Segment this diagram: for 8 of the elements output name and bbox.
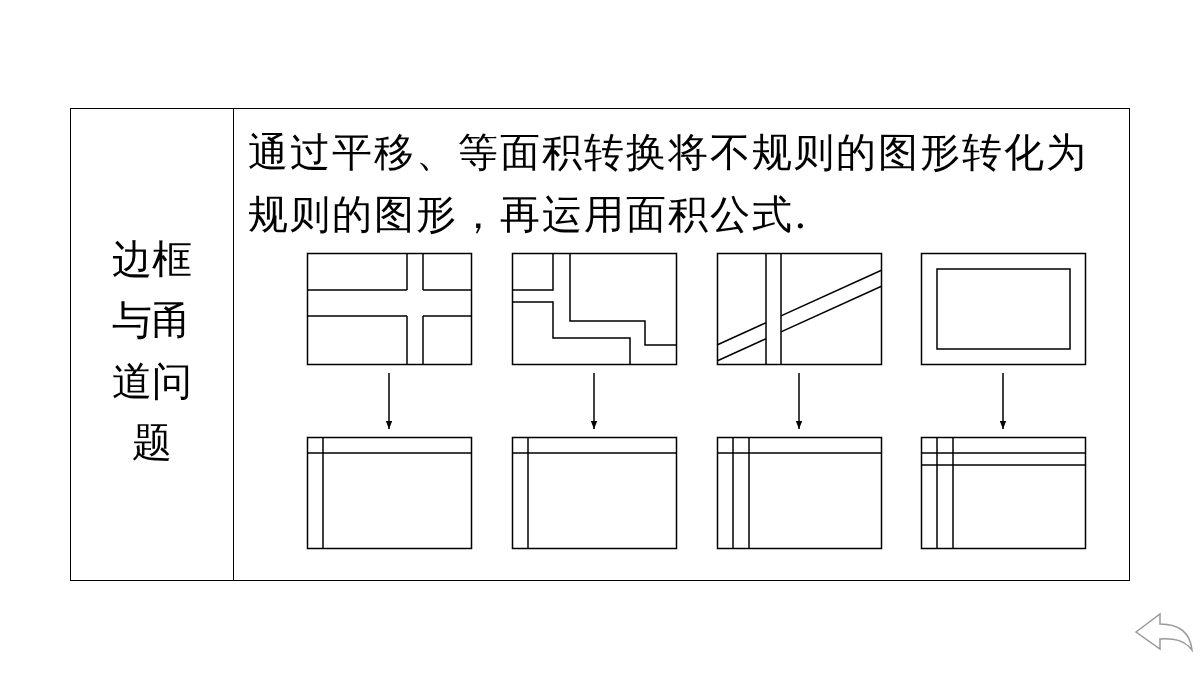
arrow xyxy=(590,372,598,430)
arrow xyxy=(999,372,1007,430)
description-text: 通过平移、等面积转换将不规则的图形转化为规则的图形，再运用面积公式. xyxy=(248,128,1089,239)
table-cell xyxy=(233,108,1130,581)
arrow xyxy=(385,372,393,430)
arrow xyxy=(795,372,803,430)
table-cell xyxy=(70,108,234,581)
row-heading: 边框与甬道问题 xyxy=(111,235,193,467)
